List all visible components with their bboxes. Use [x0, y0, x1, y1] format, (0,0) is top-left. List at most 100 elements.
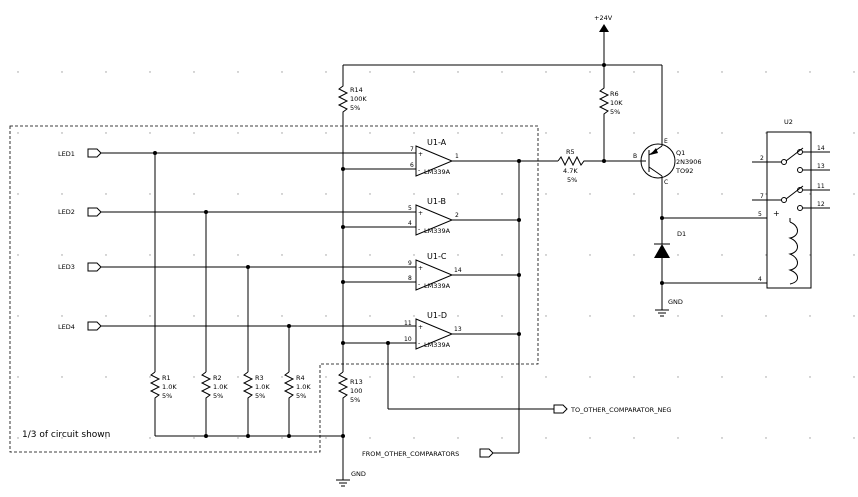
svg-text:U1-D: U1-D	[427, 311, 447, 320]
grid-dot	[809, 437, 811, 439]
port-to-other-neg: TO_OTHER_COMPARATOR_NEG	[553, 404, 671, 414]
grid-dot	[369, 254, 371, 256]
svg-text:-: -	[418, 226, 420, 233]
grid-dot	[193, 132, 195, 134]
grid-dot	[501, 71, 503, 73]
svg-text:13: 13	[454, 326, 462, 333]
grid-dot	[149, 132, 151, 134]
svg-text:GND: GND	[668, 298, 683, 306]
grid-dot	[457, 193, 459, 195]
grid-dot	[721, 315, 723, 317]
grid-dot	[237, 254, 239, 256]
svg-text:R4: R4	[296, 374, 305, 382]
grid-dot	[853, 437, 855, 439]
grid-dot	[61, 437, 63, 439]
grid-dot	[765, 437, 767, 439]
svg-text:11: 11	[404, 320, 412, 327]
grid-dot	[17, 376, 19, 378]
grid-dot	[545, 71, 547, 73]
grid-dot	[765, 193, 767, 195]
svg-text:+: +	[418, 265, 423, 272]
grid-dot	[633, 71, 635, 73]
grid-dot	[413, 132, 415, 134]
svg-text:10K: 10K	[610, 99, 623, 107]
grid-dot	[809, 376, 811, 378]
grid-dot	[193, 193, 195, 195]
grid-dot	[765, 376, 767, 378]
grid-dot	[677, 376, 679, 378]
svg-text:4: 4	[408, 220, 412, 227]
grid-dot	[633, 193, 635, 195]
svg-text:5%: 5%	[567, 176, 577, 184]
svg-text:LM339A: LM339A	[424, 227, 451, 235]
grid-dot	[281, 315, 283, 317]
svg-text:R6: R6	[610, 90, 619, 98]
svg-text:R13: R13	[350, 378, 363, 386]
comparator-u1d: + - 11 10 13 U1-D LM339A	[404, 311, 462, 350]
grid-dot	[369, 71, 371, 73]
grid-dot	[633, 132, 635, 134]
grid-dot	[545, 315, 547, 317]
svg-text:FROM_OTHER_COMPARATORS: FROM_OTHER_COMPARATORS	[362, 450, 459, 458]
svg-text:-: -	[418, 167, 420, 174]
ground-symbol: GND	[336, 470, 366, 487]
grid-dot	[589, 437, 591, 439]
grid-dot	[193, 71, 195, 73]
svg-text:4: 4	[758, 276, 762, 283]
svg-text:5%: 5%	[213, 392, 223, 400]
grid-dot	[61, 193, 63, 195]
grid-dot	[853, 254, 855, 256]
resistor-r4: R4 1.0K 5%	[283, 371, 311, 436]
grid-dot	[413, 376, 415, 378]
input-label: LED1	[58, 150, 75, 158]
diode-d1: D1	[654, 218, 686, 310]
svg-text:U2: U2	[784, 118, 793, 126]
grid-dot	[677, 315, 679, 317]
grid-dot	[325, 254, 327, 256]
grid-dot	[677, 254, 679, 256]
resistor-r3: R3 1.0K 5%	[242, 371, 270, 436]
input-led2: LED2	[58, 207, 416, 217]
input-led3: LED3	[58, 262, 416, 272]
grid-dot	[809, 254, 811, 256]
svg-text:14: 14	[817, 145, 825, 152]
svg-text:TO_OTHER_COMPARATOR_NEG: TO_OTHER_COMPARATOR_NEG	[570, 406, 671, 414]
svg-text:U1-C: U1-C	[427, 252, 447, 261]
grid-dot	[501, 132, 503, 134]
grid-dot	[809, 132, 811, 134]
grid-dot	[193, 376, 195, 378]
grid-dot	[413, 254, 415, 256]
input-led4: LED4	[58, 321, 416, 331]
relay-u2: U2 + 2 14 13 7 11 12 5 4	[752, 118, 830, 289]
grid-dot	[61, 254, 63, 256]
grid-dot	[105, 437, 107, 439]
grid-dot	[721, 254, 723, 256]
grid-dot	[149, 71, 151, 73]
svg-text:7: 7	[410, 146, 414, 153]
svg-text:U1-A: U1-A	[427, 138, 447, 147]
grid-dot	[501, 193, 503, 195]
grid-dot	[633, 376, 635, 378]
grid-dot	[457, 71, 459, 73]
grid-dot	[61, 132, 63, 134]
input-port	[87, 262, 102, 272]
svg-text:R1: R1	[162, 374, 171, 382]
svg-text:R5: R5	[566, 148, 575, 156]
grid-dot	[149, 193, 151, 195]
svg-text:2: 2	[455, 212, 459, 219]
grid-dot	[325, 437, 327, 439]
grid-dot	[809, 71, 811, 73]
svg-text:4.7K: 4.7K	[563, 167, 578, 175]
input-port	[87, 207, 102, 217]
grid-dot	[809, 315, 811, 317]
resistor-r13: R13 100 5%	[337, 371, 363, 480]
grid-dot	[589, 193, 591, 195]
grid-dot	[721, 193, 723, 195]
grid-dot	[369, 376, 371, 378]
svg-text:D1: D1	[677, 230, 686, 238]
grid-dot	[501, 254, 503, 256]
grid-dot	[281, 254, 283, 256]
grid-dot	[765, 71, 767, 73]
grid-dot	[369, 437, 371, 439]
